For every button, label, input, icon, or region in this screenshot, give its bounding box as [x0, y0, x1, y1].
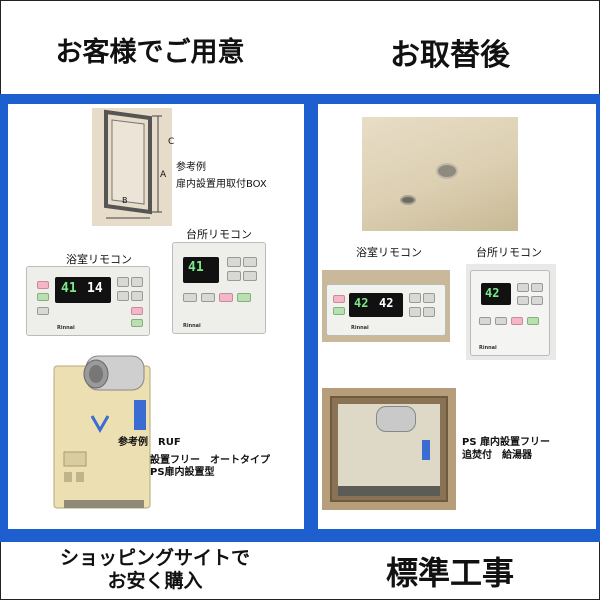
left-bath-button [37, 307, 49, 315]
right-kitchen-remote-screen: 42 [481, 283, 511, 305]
right-bath-brand: Rinnai [351, 325, 369, 331]
right-kitchen-remote-title: 台所リモコン [476, 246, 542, 259]
left-bath-down-button [131, 291, 143, 301]
right-kitchen-display: 42 [485, 286, 500, 300]
right-kitchen-button [479, 317, 491, 325]
left-heater-caption-reference: 参考例 RUF [118, 437, 181, 448]
left-bath-display-1: 41 [61, 281, 77, 296]
right-bath-remote: 42 42 Rinnai [326, 284, 446, 336]
right-heater-caption-type: 追焚付 給湯器 [462, 450, 532, 461]
right-kitchen-button [511, 317, 523, 325]
left-water-heater [53, 355, 151, 509]
box-label-a: A [160, 170, 167, 180]
left-kitchen-button [237, 293, 251, 302]
right-kitchen-down-button [531, 296, 543, 305]
left-bath-remote-screen: 41 14 [55, 277, 111, 303]
right-kitchen-brand: Rinnai [479, 345, 497, 351]
right-bath-up-button [409, 293, 421, 303]
right-bath-button [333, 307, 345, 315]
bathtub-photo [362, 117, 518, 231]
right-kitchen-up-button [517, 283, 529, 292]
left-kitchen-brand: Rinnai [183, 323, 201, 329]
left-bath-down-button [117, 291, 129, 301]
left-kitchen-up-button [227, 257, 241, 267]
left-bath-brand: Rinnai [57, 325, 75, 331]
left-kitchen-display: 41 [188, 260, 204, 275]
left-bath-button [131, 307, 143, 315]
installed-heater-exhaust [376, 406, 416, 432]
left-bath-button [131, 319, 143, 327]
left-kitchen-down-button [227, 271, 241, 281]
left-bath-remote-title: 浴室リモコン [66, 253, 132, 266]
footer-left-line-1: ショッピングサイトで [59, 547, 250, 569]
right-kitchen-up-button [531, 283, 543, 292]
left-kitchen-button [219, 293, 233, 302]
left-kitchen-remote-screen: 41 [183, 257, 219, 283]
footer-right-title: 標準工事 [385, 554, 514, 592]
mounting-box-diagram [92, 108, 172, 226]
right-bath-display-1: 42 [354, 296, 369, 310]
right-heater-caption-install: PS 扉内設置フリー [462, 437, 551, 448]
left-bath-up-button [117, 277, 129, 287]
right-kitchen-button [527, 317, 539, 325]
installed-heater-photo [322, 388, 456, 510]
left-bath-button [37, 281, 49, 289]
box-caption-title: 扉内設置用取付BOX [176, 179, 267, 190]
right-bath-down-button [423, 307, 435, 317]
left-bath-button [37, 293, 49, 301]
right-bath-up-button [423, 293, 435, 303]
left-kitchen-remote: 41 Rinnai [172, 242, 266, 334]
right-bath-down-button [409, 307, 421, 317]
left-kitchen-remote-title: 台所リモコン [186, 228, 252, 241]
left-kitchen-button [201, 293, 215, 302]
box-label-b: B [122, 196, 128, 205]
bathtub-adapter [436, 163, 458, 179]
right-bath-remote-screen: 42 42 [349, 293, 403, 317]
left-kitchen-button [183, 293, 197, 302]
right-bath-button [333, 295, 345, 303]
installed-heater-logo [422, 440, 430, 460]
left-kitchen-down-button [243, 271, 257, 281]
bathtub-drain [400, 195, 416, 205]
right-kitchen-remote: 42 Rinnai [470, 270, 550, 356]
right-kitchen-button [495, 317, 507, 325]
installed-heater-pipes [338, 486, 440, 496]
left-kitchen-up-button [243, 257, 257, 267]
right-kitchen-down-button [517, 296, 529, 305]
header-right-title: お取替後 [390, 38, 510, 73]
right-bath-display-2: 42 [379, 296, 394, 310]
right-bath-remote-title: 浴室リモコン [356, 246, 422, 259]
left-heater-caption-install: PS扉内設置型 [150, 467, 215, 478]
left-bath-remote: 41 14 Rinnai [26, 266, 150, 336]
box-label-c: C [168, 137, 175, 147]
footer-left: ショッピングサイトで お安く購入 [0, 547, 310, 593]
left-heater-caption-type: 設置フリー オートタイプ [150, 455, 270, 466]
header-left-title: お客様でご用意 [55, 37, 245, 68]
footer-left-line-2: お安く購入 [107, 570, 203, 592]
left-bath-display-2: 14 [87, 281, 103, 296]
left-bath-up-button [131, 277, 143, 287]
box-caption-reference: 参考例 [176, 162, 206, 173]
